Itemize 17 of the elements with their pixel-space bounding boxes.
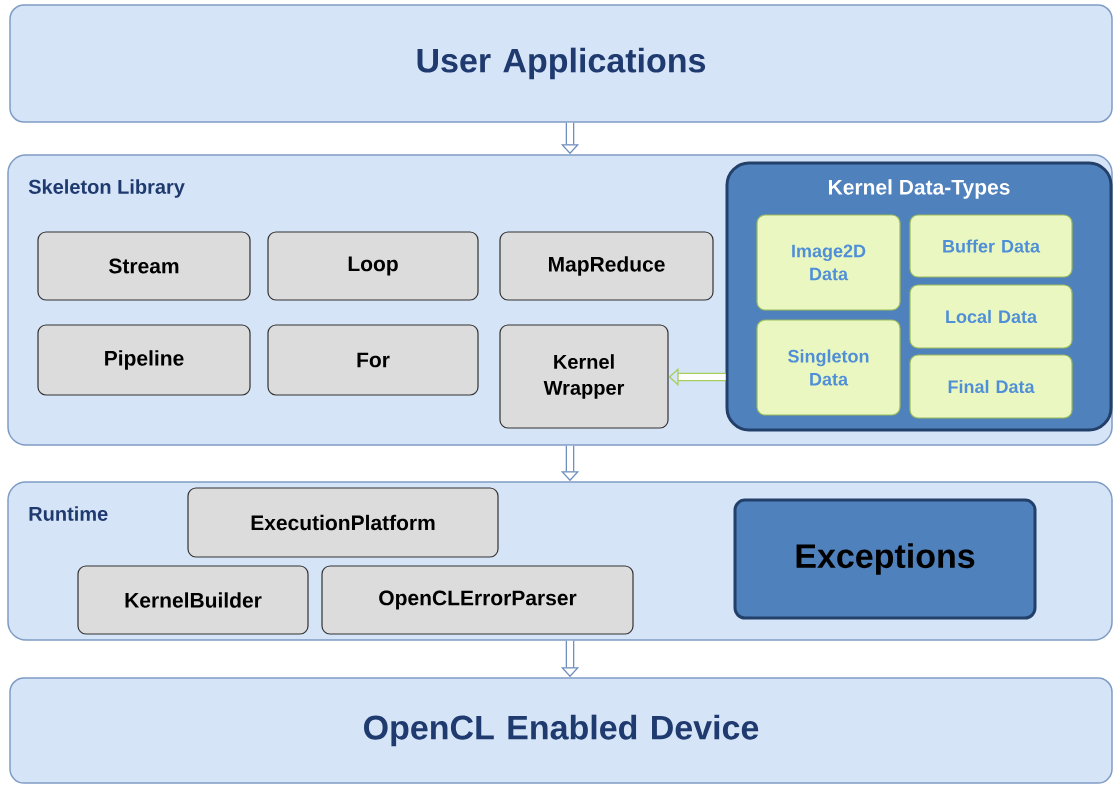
component-box: Stream (37, 231, 251, 301)
data-type-box: Image2D Data (756, 214, 901, 311)
component-box: For (267, 324, 479, 396)
component-box: ExecutionPlatform (187, 487, 499, 558)
component-box: OpenCLErrorParser (321, 565, 634, 635)
layer-band: OpenCL Enabled Device (9, 677, 1113, 784)
data-type-box: Local Data (909, 284, 1073, 349)
component-box: KernelBuilder (77, 565, 309, 635)
component-box: Kernel Wrapper (499, 324, 669, 429)
component-box: Loop (267, 231, 479, 301)
exceptions-box: Exceptions (733, 498, 1037, 620)
data-type-box: Final Data (909, 354, 1073, 419)
data-type-box: Singleton Data (756, 319, 901, 416)
component-box: MapReduce (499, 231, 714, 301)
data-type-box: Buffer Data (909, 214, 1073, 278)
layer-band: User Applications (9, 4, 1113, 123)
component-box: Pipeline (37, 324, 251, 396)
